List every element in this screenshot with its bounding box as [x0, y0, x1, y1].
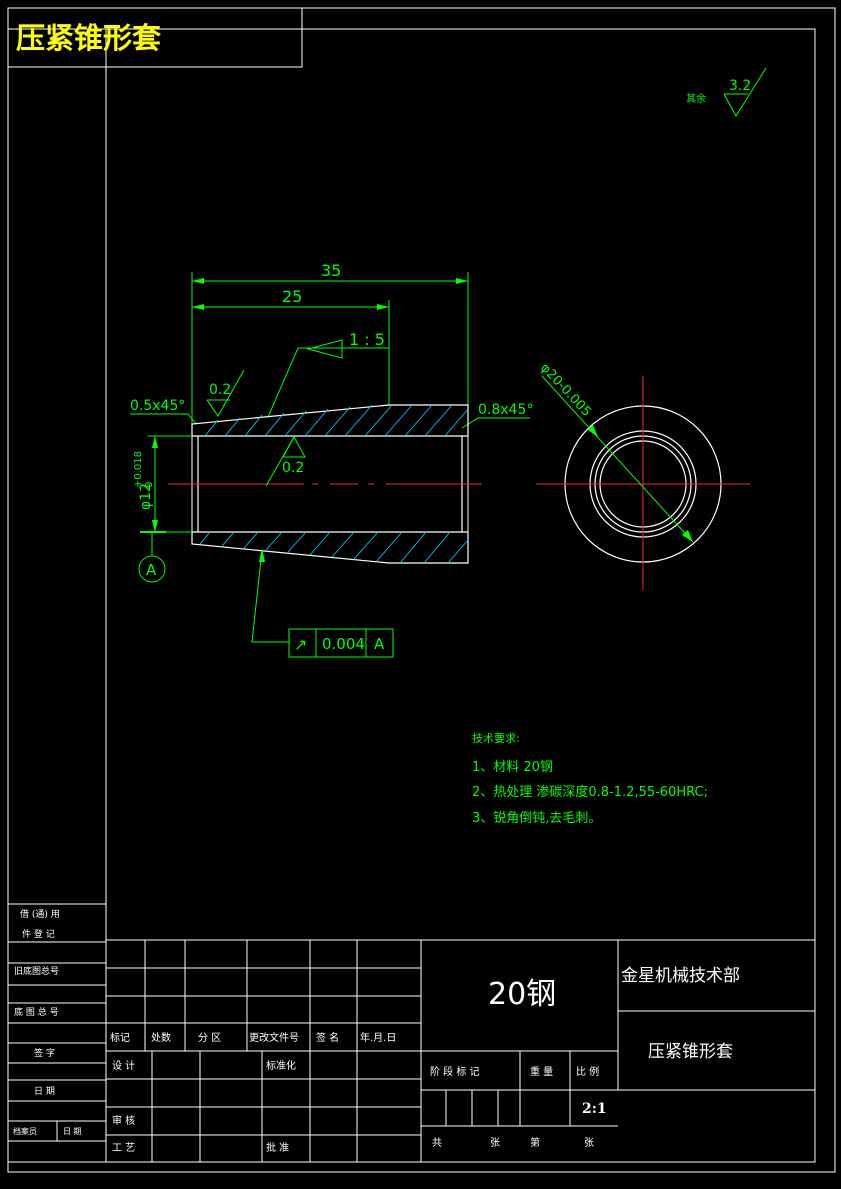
tb-total: 共	[432, 1137, 442, 1149]
datum-a-label: A	[146, 561, 157, 579]
tb-sign: 签 名	[316, 1031, 339, 1044]
tb-scale: 2:1	[582, 1101, 607, 1117]
surface-finish-label: 其余	[686, 92, 706, 105]
roughness-outer: 0.2	[209, 382, 231, 398]
tb-design: 设 计	[112, 1059, 135, 1072]
dim-overall-length: 35	[321, 261, 341, 280]
runout-value: 0.004	[322, 635, 365, 653]
tech-requirements: 技术要求: 1、材料 20钢 2、热处理 渗碳深度0.8-1.2,55-60HR…	[472, 732, 708, 826]
side-row-3: 底 图 总 号	[14, 1006, 59, 1018]
tb-ratio: 比 例	[576, 1065, 599, 1078]
side-row-6a: 档案员	[13, 1126, 37, 1136]
runout-symbol: ↗	[294, 635, 307, 654]
bore-diameter: φ12	[138, 483, 154, 510]
bore-tolerance-lower: 0	[144, 482, 155, 488]
side-row-5: 日 期	[34, 1086, 55, 1097]
side-row-1b: 件 登 记	[22, 928, 55, 940]
side-row-1a: 借 (通) 用	[20, 908, 60, 920]
tb-company: 金星机械技术部	[621, 966, 740, 986]
tb-stage-mark: 阶 段 标 记	[430, 1065, 480, 1078]
dim-taper-ratio: 1 : 5	[349, 330, 385, 349]
side-row-6b: 日 期	[63, 1127, 82, 1136]
outer-border	[7, 7, 836, 1173]
tb-sheet: 张	[490, 1137, 500, 1149]
tb-review: 审 核	[112, 1114, 135, 1127]
side-row-4: 签 字	[34, 1047, 55, 1059]
tb-change-doc: 更改文件号	[249, 1031, 299, 1044]
inner-border	[105, 28, 816, 1163]
side-row-2: 旧底图总号	[14, 965, 59, 977]
side-block	[8, 903, 106, 1142]
tb-zone: 分 区	[198, 1032, 221, 1044]
title-block-grid	[106, 939, 815, 1162]
tech-req-item-2: 2、热处理 渗碳深度0.8-1.2,55-60HRC;	[472, 784, 708, 800]
tb-part-name: 压紧锥形套	[648, 1042, 733, 1062]
runout-frame	[288, 628, 394, 658]
bore-tolerance-upper: +0.018	[133, 451, 144, 488]
roughness-inner: 0.2	[282, 460, 304, 476]
drawing-title: 压紧锥形套	[16, 21, 161, 55]
tech-req-heading: 技术要求:	[472, 732, 520, 745]
tech-req-item-3: 3、锐角倒钝,去毛刺。	[472, 811, 601, 826]
title-box	[7, 7, 303, 68]
tech-req-item-1: 1、材料 20钢	[472, 760, 553, 775]
dim-taper-length: 25	[282, 287, 302, 306]
tb-standard: 标准化	[266, 1059, 296, 1072]
tb-weight: 重 量	[530, 1065, 553, 1078]
tb-number: 第	[530, 1136, 540, 1149]
tb-sheet2: 张	[584, 1137, 594, 1149]
tb-date: 年.月.日	[360, 1031, 396, 1044]
tb-process: 工 艺	[112, 1142, 135, 1154]
tb-count: 处数	[151, 1031, 171, 1044]
runout-datum: A	[374, 635, 385, 653]
chamfer-left: 0.5x45°	[130, 398, 185, 414]
surface-finish-symbol: 其余 3.2	[686, 67, 767, 117]
tb-mark: 标记	[110, 1032, 130, 1044]
tb-material: 20钢	[488, 977, 556, 1012]
section-view: 35 25 1 : 5 0.2 0.5x45° 0.8x45°	[130, 261, 533, 658]
surface-finish-value: 3.2	[729, 78, 751, 94]
tb-approve: 批 准	[266, 1141, 289, 1154]
chamfer-right: 0.8x45°	[478, 402, 533, 418]
datum-a-circle	[138, 555, 166, 583]
